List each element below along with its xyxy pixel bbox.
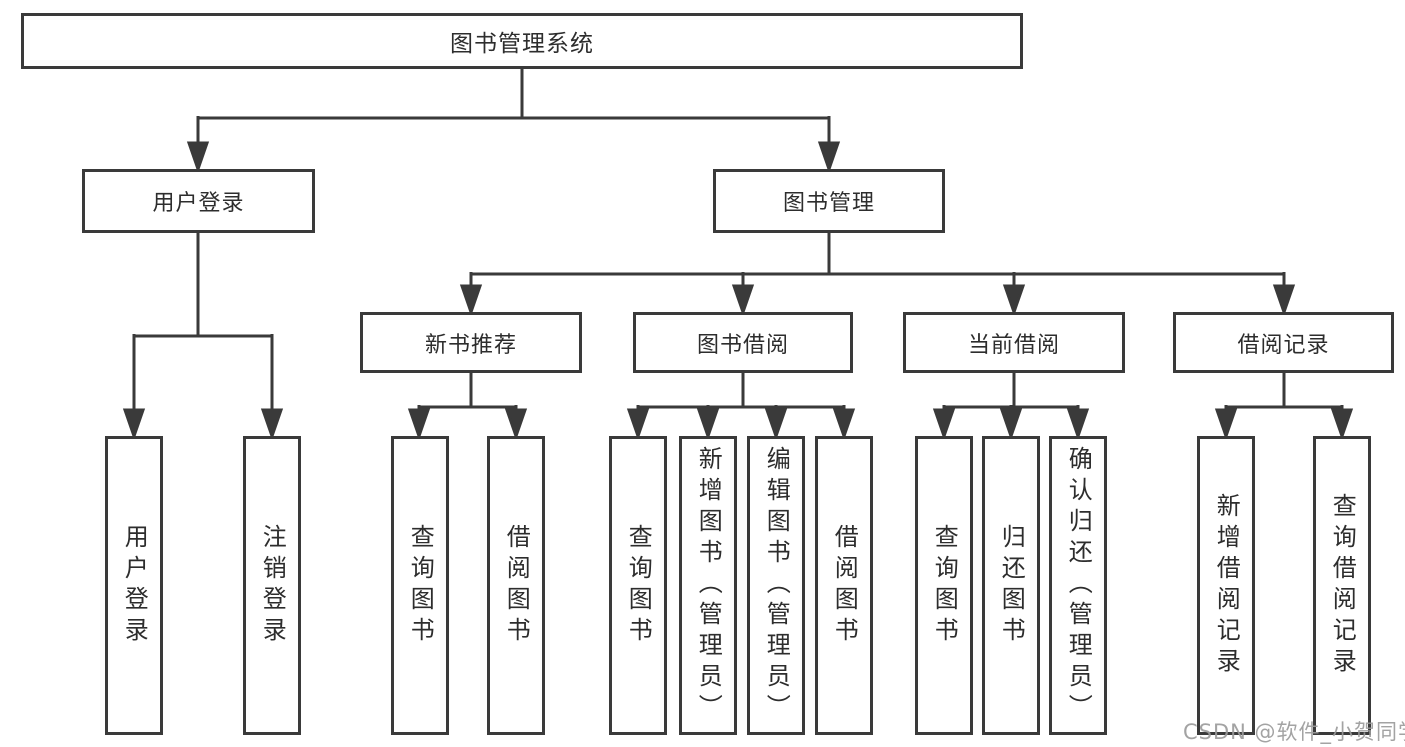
node-library-management-system: 图书管理系统 <box>21 13 1023 69</box>
leaf-borrow-books-2-label: 借阅图书 <box>830 523 859 648</box>
node-book-management: 图书管理 <box>713 169 945 233</box>
connector-current-borrowing-to-leaves <box>932 373 1090 441</box>
leaf-query-books-3: 查询图书 <box>915 436 973 735</box>
leaf-borrow-books-1: 借阅图书 <box>487 436 545 735</box>
connector-new-book-recommendation-to-leaves <box>407 373 528 441</box>
leaf-confirm-return-admin: 确认归还（管理员） <box>1049 436 1107 735</box>
leaf-query-books-1: 查询图书 <box>391 436 449 735</box>
leaf-query-books-2: 查询图书 <box>609 436 667 735</box>
leaf-query-books-1-label: 查询图书 <box>406 523 435 648</box>
connector-book-borrowing-to-leaves <box>626 373 856 441</box>
leaf-borrow-books-2: 借阅图书 <box>815 436 873 735</box>
leaf-borrow-books-1-label: 借阅图书 <box>502 523 531 648</box>
csdn-watermark: CSDN @软件_小贺同学 <box>1183 720 1405 744</box>
leaf-add-books-admin-label: 新增图书（管理员） <box>694 446 723 725</box>
leaf-query-borrow-record-label: 查询借阅记录 <box>1328 492 1357 679</box>
leaf-user-login: 用户登录 <box>105 436 163 735</box>
connector-book-management-to-level3 <box>459 233 1296 317</box>
leaf-add-borrow-record: 新增借阅记录 <box>1197 436 1255 735</box>
leaf-return-books-label: 归还图书 <box>997 523 1026 648</box>
leaf-query-borrow-record: 查询借阅记录 <box>1313 436 1371 735</box>
leaf-add-books-admin: 新增图书（管理员） <box>679 436 737 735</box>
leaf-user-login-label: 用户登录 <box>120 523 149 648</box>
leaf-confirm-return-admin-label: 确认归还（管理员） <box>1064 446 1093 725</box>
connector-root-to-level2 <box>186 69 841 174</box>
leaf-logout: 注销登录 <box>243 436 301 735</box>
node-book-borrowing: 图书借阅 <box>633 312 853 373</box>
leaf-return-books: 归还图书 <box>982 436 1040 735</box>
connector-borrowing-records-to-leaves <box>1214 373 1354 441</box>
connector-user-login-to-leaves <box>122 233 284 441</box>
node-current-borrowing: 当前借阅 <box>903 312 1125 373</box>
leaf-edit-books-admin: 编辑图书（管理员） <box>747 436 805 735</box>
leaf-logout-label: 注销登录 <box>258 523 287 648</box>
leaf-query-books-2-label: 查询图书 <box>624 523 653 648</box>
leaf-query-books-3-label: 查询图书 <box>930 523 959 648</box>
leaf-edit-books-admin-label: 编辑图书（管理员） <box>762 446 791 725</box>
node-user-login: 用户登录 <box>82 169 315 233</box>
leaf-add-borrow-record-label: 新增借阅记录 <box>1212 492 1241 679</box>
node-new-book-recommendation: 新书推荐 <box>360 312 582 373</box>
node-borrowing-records: 借阅记录 <box>1173 312 1394 373</box>
